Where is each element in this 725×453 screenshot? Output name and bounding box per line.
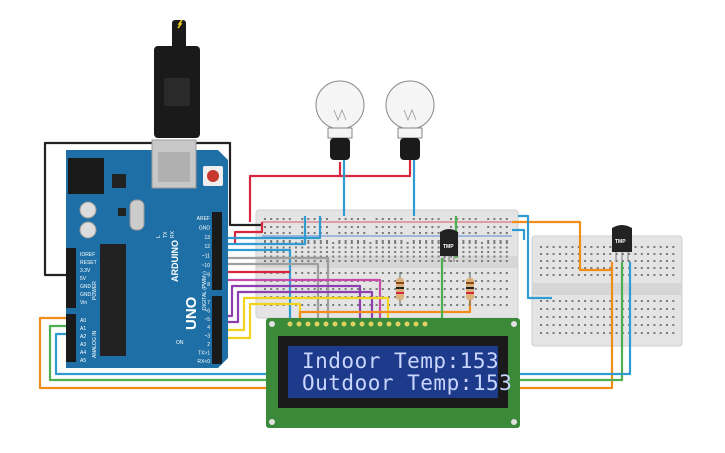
pin-label: Vin — [80, 300, 87, 306]
wire-green-a1 — [48, 262, 624, 382]
crystal — [129, 199, 145, 231]
sensor-label: TMP — [615, 239, 626, 245]
label-on: ON — [176, 340, 184, 346]
lcd-pin — [305, 321, 311, 327]
wire-gray-10 — [222, 262, 320, 318]
usb-cable — [154, 19, 200, 138]
resistor-2 — [466, 272, 474, 306]
label-l: L — [156, 235, 162, 238]
pin-label: 13 — [204, 235, 210, 241]
lcd-pin — [413, 321, 419, 327]
pin-label: ~11 — [202, 254, 210, 260]
wire-orange-right — [512, 220, 612, 272]
wire-blue-a2 — [54, 262, 632, 376]
pin-label: 5V — [80, 276, 87, 282]
wire-black-gnd — [43, 141, 66, 277]
label-analog: ANALOG IN — [92, 330, 98, 358]
lcd-pin — [359, 321, 365, 327]
pin-label: A0 — [80, 318, 86, 324]
capacitor — [79, 221, 97, 239]
wire-blue-13 — [222, 216, 307, 246]
pin-label: AREF — [197, 216, 210, 222]
pin-label: 7 — [207, 300, 210, 306]
lcd-pin — [314, 321, 320, 327]
sensor-label: TMP — [443, 244, 454, 250]
wire-blue-12 — [222, 248, 292, 318]
pin-label: 2 — [207, 342, 210, 348]
pin-label: GND — [80, 284, 92, 290]
lcd-pin — [350, 321, 356, 327]
wire-red-bulb — [248, 162, 342, 222]
wire-purple-5 — [222, 284, 362, 318]
label-rx: RX — [170, 230, 176, 238]
lcd-pin — [395, 321, 401, 327]
light-bulb-1 — [315, 80, 365, 160]
wire-blue-right2 — [512, 228, 526, 240]
pin-label: A3 — [80, 342, 86, 348]
lcd-pin — [332, 321, 338, 327]
lcd-pin — [404, 321, 410, 327]
label-digital: DIGITAL (PWM~) — [202, 271, 208, 310]
wire-blue-right — [518, 214, 552, 300]
lcd-pin — [341, 321, 347, 327]
light-bulb-2 — [385, 80, 435, 160]
arduino-brand-label: ARDUINO — [170, 240, 180, 282]
lcd-pin — [287, 321, 293, 327]
lcd-pin — [368, 321, 374, 327]
lcd-pin — [323, 321, 329, 327]
temperature-sensor-indoor: TMP — [440, 229, 458, 262]
label-power: POWER — [92, 281, 98, 300]
wire-blue-gnd — [222, 216, 322, 240]
wire-purple-4 — [222, 290, 374, 324]
pin-label: GND — [80, 292, 92, 298]
pin-label: ~6 — [204, 308, 210, 314]
pin-label: 12 — [204, 244, 210, 250]
pin-label: A4 — [80, 350, 86, 356]
label-tx: TX — [163, 231, 169, 238]
wire-red-bulb2 — [340, 160, 412, 178]
arduino-uno-board: ARDUINO UNO DIGITAL (PWM~) POWER ANALOG … — [66, 139, 228, 368]
secondary-breadboard — [531, 235, 683, 347]
pin-label: ~3 — [204, 334, 210, 340]
lcd-pin — [296, 321, 302, 327]
pin-label: GND — [199, 225, 211, 231]
pin-label: RESET — [80, 260, 97, 266]
wire-yellow-3 — [222, 296, 390, 332]
pin-label: ~9 — [204, 272, 210, 278]
lcd-pin — [422, 321, 428, 327]
pin-label: A2 — [80, 334, 86, 340]
lcd-line-1: Indoor Temp:153 — [302, 349, 499, 373]
wire-orange-a0 — [38, 262, 614, 390]
pin-label: 3.3V — [80, 268, 91, 274]
pin-label: ~10 — [202, 263, 211, 269]
pin-label: TX>1 — [198, 350, 210, 356]
pin-label: 4 — [207, 325, 210, 331]
pin-label: 8 — [207, 282, 210, 288]
lcd-display: Indoor Temp:153 Outdoor Temp:153 — [266, 318, 520, 428]
lcd-line-2: Outdoor Temp:153 — [302, 371, 512, 395]
capacitor — [79, 201, 97, 219]
lcd-pin — [386, 321, 392, 327]
atmega-chip — [100, 244, 126, 356]
resistor-1 — [396, 272, 404, 306]
pin-label: IOREF — [80, 252, 95, 258]
temperature-sensor-outdoor: TMP — [612, 225, 632, 262]
wire-black-top — [66, 141, 262, 227]
arduino-model-label: UNO — [183, 296, 200, 330]
wire-yellow-2 — [222, 302, 302, 340]
power-jack — [68, 158, 104, 194]
lcd-pin — [377, 321, 383, 327]
pin-label: A1 — [80, 326, 86, 332]
pin-label: ~5 — [204, 317, 210, 323]
pin-label: A5 — [80, 358, 86, 364]
pin-label: RX<0 — [197, 359, 210, 365]
